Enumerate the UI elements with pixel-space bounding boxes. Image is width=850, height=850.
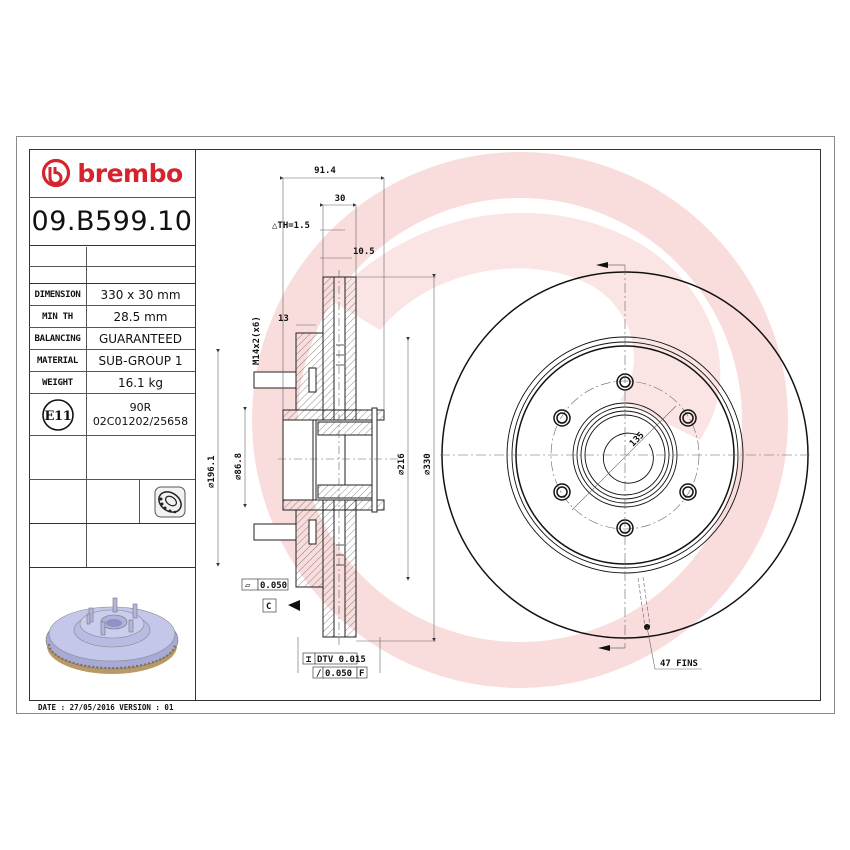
svg-text:47 FINS: 47 FINS — [660, 659, 698, 669]
revision-footer: DATE : 27/05/2016 VERSION : 01 — [38, 703, 174, 712]
svg-text:E11: E11 — [44, 409, 71, 424]
approval-badge: E11 — [29, 394, 87, 435]
spec-label: BALANCING — [29, 328, 87, 349]
svg-text:10.5: 10.5 — [353, 247, 375, 257]
spec-label: DIMENSION — [29, 284, 87, 305]
svg-text:⌶: ⌶ — [306, 655, 312, 665]
svg-text:C: C — [266, 602, 271, 612]
brand-logo: brembo — [29, 149, 195, 198]
blank-row — [29, 247, 195, 267]
svg-text:▱: ▱ — [245, 581, 251, 591]
bearing-row — [29, 480, 195, 524]
blank-row — [29, 524, 195, 568]
spec-row-material: MATERIAL SUB-GROUP 1 — [29, 350, 195, 372]
svg-text:M14x2(x6): M14x2(x6) — [252, 316, 262, 365]
spec-value: 330 x 30 mm — [100, 287, 181, 302]
spec-value: 28.5 mm — [113, 309, 168, 324]
brembo-logo-icon — [42, 158, 71, 188]
part-number: 09.B599.10 — [29, 197, 195, 246]
spec-row-dimension: DIMENSION 330 x 30 mm — [29, 284, 195, 306]
brand-name: brembo — [77, 158, 183, 188]
e11-approval-icon: E11 — [41, 398, 74, 431]
svg-text:⌀330: ⌀330 — [423, 453, 433, 475]
svg-text:⌀216: ⌀216 — [397, 453, 407, 475]
spec-value: 16.1 kg — [117, 375, 164, 390]
drawing-sheet-border — [16, 136, 835, 714]
drawing-frame — [29, 149, 821, 701]
svg-text:△TH=1.5: △TH=1.5 — [272, 221, 310, 231]
svg-text:⌀86.8: ⌀86.8 — [234, 453, 244, 480]
spec-row-weight: WEIGHT 16.1 kg — [29, 372, 195, 394]
spec-label: MIN TH — [29, 306, 87, 327]
blank-row — [29, 267, 195, 284]
svg-text:91.4: 91.4 — [314, 166, 336, 176]
svg-text:0.050: 0.050 — [325, 669, 352, 679]
spec-row-min-th: MIN TH 28.5 mm — [29, 306, 195, 328]
spec-row-balancing: BALANCING GUARANTEED — [29, 328, 195, 350]
svg-text:DTV 0.015: DTV 0.015 — [317, 655, 366, 665]
disc-3d-render — [29, 568, 195, 701]
svg-text:F: F — [359, 669, 364, 679]
spec-label: MATERIAL — [29, 350, 87, 371]
spec-label: WEIGHT — [29, 372, 87, 393]
svg-text:30: 30 — [335, 194, 346, 204]
approval-row: E11 90R 02C01202/25658 — [29, 394, 195, 436]
section-view — [253, 276, 385, 638]
wheel-bearing-icon — [153, 485, 187, 519]
spec-value: GUARANTEED — [98, 331, 183, 346]
svg-text:⌀196.1: ⌀196.1 — [207, 455, 217, 488]
svg-text:0.050: 0.050 — [260, 581, 287, 591]
spec-value: SUB-GROUP 1 — [98, 353, 183, 368]
svg-text:13: 13 — [278, 314, 289, 324]
blank-row — [29, 436, 195, 480]
title-block: brembo 09.B599.10 DIMENSION 330 x 30 mm … — [29, 149, 196, 701]
approval-code: 90R 02C01202/25658 — [86, 394, 195, 435]
svg-text:/: / — [316, 669, 321, 679]
approval-line1: 90R — [129, 400, 152, 414]
approval-line2: 02C01202/25658 — [92, 414, 189, 428]
